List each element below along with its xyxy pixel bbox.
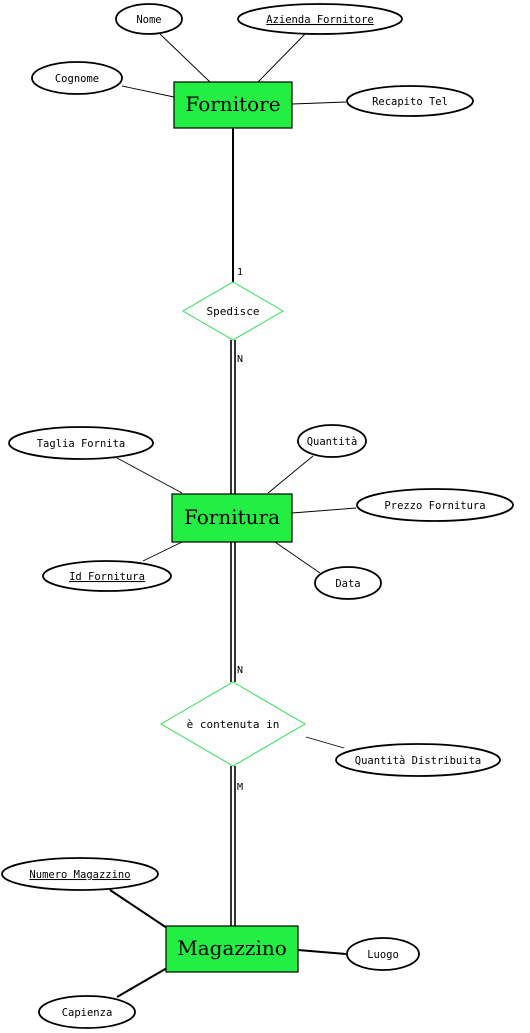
attribute-data-ellipse (314, 566, 382, 600)
entity-fornitura[interactable]: Fornitura (171, 493, 293, 543)
attribute-azienda-fornitore-ellipse (237, 3, 403, 35)
attribute-quantita-distribuita[interactable]: Quantità Distribuita (335, 743, 501, 777)
line-numero-magazzino (109, 889, 168, 929)
line-cognome-fornitore (121, 85, 175, 98)
attribute-data[interactable]: Data (314, 566, 382, 600)
attribute-luogo[interactable]: Luogo (346, 937, 420, 971)
attribute-capienza-ellipse (38, 995, 136, 1029)
attribute-taglia-fornita[interactable]: Taglia Fornita (8, 426, 154, 460)
attribute-data-label: Data (335, 578, 360, 590)
connector-lines (109, 33, 357, 998)
attribute-quantita-ellipse (297, 424, 367, 458)
entity-fornitura-box (171, 493, 293, 543)
line-contenuta-quantita-distribuita (305, 736, 345, 749)
attribute-taglia-fornita-ellipse (8, 426, 154, 460)
attribute-prezzo-fornitura-label: Prezzo Fornitura (384, 500, 485, 512)
attribute-azienda-fornitore[interactable]: Azienda Fornitore (237, 3, 403, 35)
line-id-fornitura (142, 541, 183, 562)
line-azienda-fornitore (257, 33, 306, 83)
attribute-nome[interactable]: Nome (115, 3, 183, 35)
line-capienza-magazzino (116, 967, 168, 998)
attribute-id-fornitura[interactable]: Id Fornitura (42, 560, 172, 592)
line-taglia-fornitura (116, 457, 183, 494)
attribute-cognome[interactable]: Cognome (31, 61, 123, 95)
entity-fornitore[interactable]: Fornitore (173, 81, 293, 129)
entity-fornitura-label: Fornitura (184, 505, 280, 529)
attribute-cognome-ellipse (31, 61, 123, 95)
entity-fornitore-label: Fornitore (185, 92, 280, 116)
attribute-taglia-fornita-label: Taglia Fornita (37, 438, 126, 450)
attribute-quantita-label: Quantità (307, 436, 358, 448)
line-luogo-magazzino (297, 949, 347, 955)
attribute-numero-magazzino[interactable]: Numero Magazzino (1, 857, 159, 891)
attribute-azienda-fornitore-label: Azienda Fornitore (266, 14, 373, 26)
attribute-quantita-distribuita-label: Quantità Distribuita (355, 755, 481, 767)
attribute-numero-magazzino-label: Numero Magazzino (29, 869, 130, 881)
attribute-id-fornitura-label: Id Fornitura (69, 571, 145, 583)
attribute-recapito-tel[interactable]: Recapito Tel (346, 85, 474, 117)
attribute-cognome-label: Cognome (55, 73, 99, 85)
attribute-capienza[interactable]: Capienza (38, 995, 136, 1029)
relationship-contenuta-in[interactable]: è contenuta in (160, 681, 306, 767)
attribute-numero-magazzino-ellipse (1, 857, 159, 891)
line-recapito-fornitore (291, 101, 347, 105)
cardinality-spedisce-fornitura: N (237, 354, 243, 365)
relationship-spedisce-diamond (182, 281, 284, 341)
attribute-luogo-ellipse (346, 937, 420, 971)
entity-magazzino[interactable]: Magazzino (165, 925, 299, 973)
cardinality-fornitore-spedisce: 1 (237, 267, 243, 278)
relationship-contenuta-in-label: è contenuta in (187, 718, 280, 731)
relationship-spedisce[interactable]: Spedisce (182, 281, 284, 341)
relationship-spedisce-label: Spedisce (207, 305, 260, 318)
entity-magazzino-box (165, 925, 299, 973)
entity-fornitore-box (173, 81, 293, 129)
line-data-fornitura (274, 541, 321, 574)
attribute-id-fornitura-ellipse (42, 560, 172, 592)
line-prezzo-fornitura (291, 507, 357, 514)
attribute-quantita[interactable]: Quantità (297, 424, 367, 458)
attribute-recapito-tel-ellipse (346, 85, 474, 117)
entity-magazzino-label: Magazzino (177, 936, 287, 960)
attribute-nome-label: Nome (136, 14, 161, 26)
cardinality-fornitura-contenuta: N (237, 665, 243, 676)
attribute-prezzo-fornitura-ellipse (356, 488, 514, 522)
attribute-recapito-tel-label: Recapito Tel (372, 96, 448, 108)
cardinality-contenuta-magazzino: M (237, 782, 243, 793)
line-quantita-fornitura (267, 455, 314, 494)
attribute-capienza-label: Capienza (62, 1007, 113, 1019)
attribute-nome-ellipse (115, 3, 183, 35)
attribute-luogo-label: Luogo (367, 949, 399, 961)
attribute-prezzo-fornitura[interactable]: Prezzo Fornitura (356, 488, 514, 522)
attribute-quantita-distribuita-ellipse (335, 743, 501, 777)
line-nome-fornitore (159, 33, 211, 83)
relationship-contenuta-in-diamond (160, 681, 306, 767)
